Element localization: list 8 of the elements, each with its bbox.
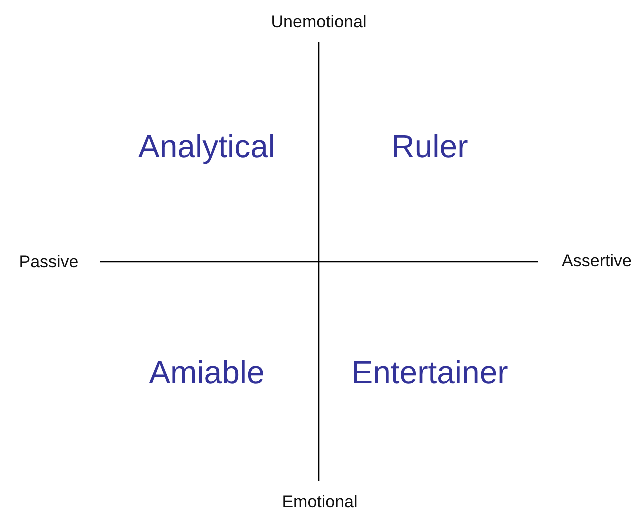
axis-label: Unemotional [271,14,367,32]
quadrant-label: Entertainer [352,355,508,391]
axis-label: Passive [19,254,79,272]
axis-label: Emotional [282,494,358,512]
quadrant-label: Ruler [392,129,468,165]
quadrant-label: Analytical [138,129,276,165]
quadrant-label: Amiable [149,355,265,391]
axis-label: Assertive [562,252,632,272]
